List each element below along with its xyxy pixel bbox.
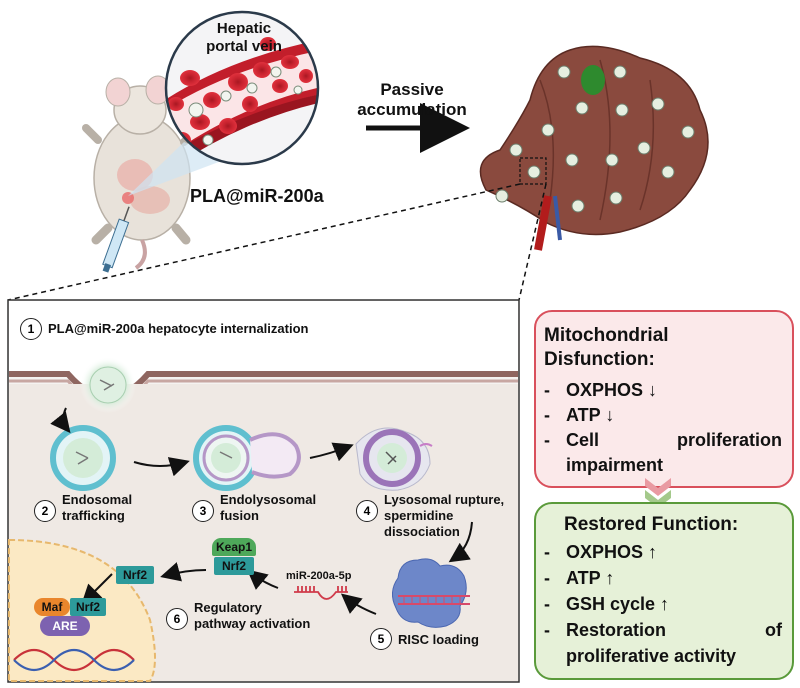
dysfunction-box: Mitochondrial Disfunction: - OXPHOS ↓ - … <box>534 310 794 488</box>
restored-item-gsh: GSH cycle ↑ <box>566 594 670 614</box>
step-2-number: 2 <box>34 500 56 522</box>
step-3-label: Endolysosomal fusion <box>220 492 317 523</box>
dysfunction-title: Mitochondrial Disfunction: <box>544 325 669 370</box>
dysfunction-item-proliferation-word: proliferation <box>676 430 782 450</box>
nrf2-protein-bound: Nrf2 <box>214 557 254 575</box>
restored-title: Restored Function: <box>564 514 739 535</box>
dysfunction-item-cell-word: Cell <box>566 430 600 450</box>
restored-bullet-2: - <box>544 568 550 588</box>
restored-bullet-3: - <box>544 594 550 614</box>
step-4-number: 4 <box>356 500 378 522</box>
endolysosome <box>193 425 301 491</box>
portal-vein-magnified <box>164 10 320 166</box>
restored-item-atp: ATP ↑ <box>566 568 615 588</box>
nanoparticle-label: PLA@miR-200a <box>190 186 324 206</box>
step-3-number: 3 <box>192 500 214 522</box>
step-6-label: Regulatory pathway activation <box>194 600 311 631</box>
dysfunction-item-atp: ATP ↓ <box>566 405 615 425</box>
nrf2-protein-nuclear: Nrf2 <box>70 598 106 616</box>
step-6-number: 6 <box>166 608 188 630</box>
zoom-line-left <box>7 183 521 301</box>
restored-bullet-4: - <box>544 620 550 640</box>
dysfunction-bullet-2: - <box>544 405 550 425</box>
step-5-label: RISC loading <box>398 632 479 647</box>
lysosome-rupture <box>355 427 433 491</box>
mirna-label: miR-200a-5p <box>286 570 352 582</box>
restored-item-proliferative-activity: proliferative activity <box>566 646 737 666</box>
restored-item-restoration-word: Restoration <box>566 620 667 640</box>
step-2-label: Endosomal trafficking <box>62 492 133 523</box>
restored-item-oxphos: OXPHOS ↑ <box>566 542 658 562</box>
keap1-protein: Keap1 <box>212 538 256 556</box>
nanoparticle-internalizing <box>80 357 136 413</box>
dysfunction-bullet-1: - <box>544 380 550 400</box>
are-element: ARE <box>40 616 90 636</box>
step-5-number: 5 <box>370 628 392 650</box>
dysfunction-item-oxphos: OXPHOS ↓ <box>566 380 658 400</box>
passive-accumulation-label: Passive accumulation <box>357 80 467 119</box>
magnify-cone <box>128 142 224 196</box>
endosome <box>50 425 116 491</box>
dysfunction-item-impairment-word: impairment <box>566 455 664 475</box>
restored-item-of-word: of <box>765 620 782 640</box>
step-1-label: PLA@miR-200a hepatocyte internalization <box>48 321 309 336</box>
dna-helix <box>13 648 135 672</box>
step-4-label: Lysosomal rupture, spermidine dissociati… <box>384 492 505 539</box>
mirna-strand <box>294 586 348 600</box>
liver-illustration <box>479 45 709 251</box>
maf-protein: Maf <box>34 598 70 616</box>
zoom-line-right <box>518 183 547 301</box>
restored-box: Restored Function: - OXPHOS ↑ - ATP ↑ - … <box>534 502 794 680</box>
restored-bullet-1: - <box>544 542 550 562</box>
step-1-number: 1 <box>20 318 42 340</box>
risc-complex <box>392 558 470 628</box>
portal-vein-label: Hepatic portal vein <box>206 20 282 55</box>
nrf2-protein-free: Nrf2 <box>116 566 154 584</box>
dysfunction-bullet-3: - <box>544 430 550 450</box>
